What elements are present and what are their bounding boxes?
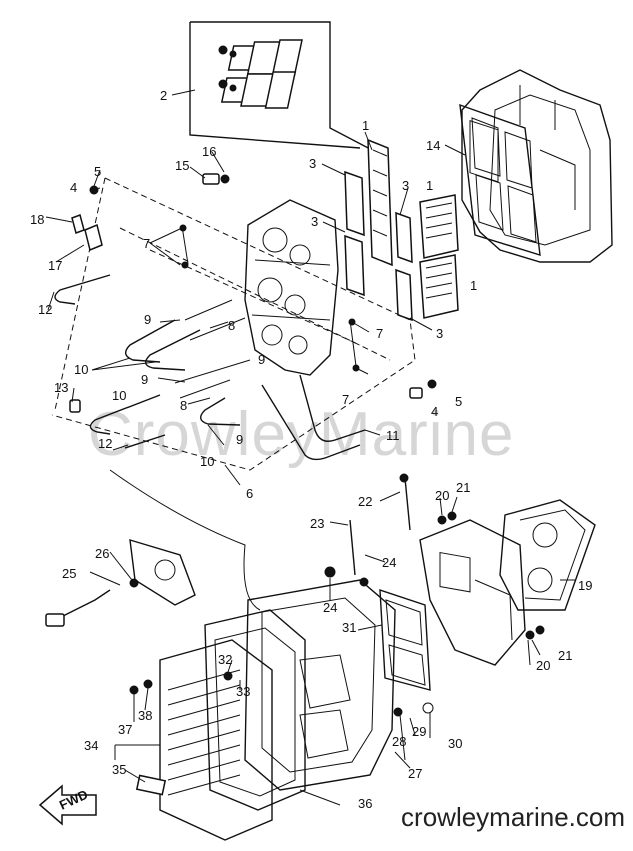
reed-plates-3 — [344, 170, 413, 322]
hoses — [54, 274, 366, 461]
callout-7b: 7 — [376, 326, 383, 341]
callout-28: 28 — [392, 734, 406, 749]
callout-5b: 5 — [455, 394, 462, 409]
callout-labels: 1 1 1 2 3 3 3 3 4 4 5 5 6 7 7 7 8 8 9 9 … — [30, 88, 592, 811]
callout-23: 23 — [310, 516, 324, 531]
callout-9b: 9 — [258, 352, 265, 367]
leader-lines — [45, 89, 575, 806]
callout-2: 2 — [160, 88, 167, 103]
callout-3b: 3 — [311, 214, 318, 229]
callout-11: 11 — [386, 428, 400, 443]
callout-30: 30 — [448, 736, 462, 751]
callout-9d: 9 — [236, 432, 243, 447]
callout-21a: 21 — [456, 480, 470, 495]
callout-20a: 20 — [435, 488, 449, 503]
callout-15: 15 — [175, 158, 189, 173]
callout-12a: 12 — [38, 302, 52, 317]
callout-27: 27 — [408, 766, 422, 781]
callout-10b: 10 — [112, 388, 126, 403]
callout-14: 14 — [426, 138, 440, 153]
callout-4a: 4 — [70, 180, 77, 195]
choke-solenoid — [45, 539, 196, 627]
callout-34: 34 — [84, 738, 98, 753]
small-fittings — [69, 173, 437, 413]
intake-manifold — [244, 199, 339, 376]
reed-valve-assemblies — [367, 138, 459, 319]
callout-29: 29 — [412, 724, 426, 739]
callout-8a: 8 — [228, 318, 235, 333]
gasket-14 — [459, 103, 541, 256]
callout-16: 16 — [202, 144, 216, 159]
callout-24a: 24 — [382, 555, 396, 570]
callout-3a: 3 — [309, 156, 316, 171]
callout-31: 31 — [342, 620, 356, 635]
callout-24b: 24 — [323, 600, 337, 615]
callout-8b: 8 — [180, 398, 187, 413]
site-footer: crowleymarine.com — [401, 802, 625, 832]
callout-6: 6 — [246, 486, 253, 501]
watermark: CrowleyMarine — [88, 400, 514, 469]
fwd-arrow: FWD — [38, 784, 97, 826]
callout-9c: 9 — [141, 372, 148, 387]
gasket-31 — [379, 589, 431, 691]
callout-7c: 7 — [342, 392, 349, 407]
callout-10c: 10 — [200, 454, 214, 469]
reed-valve-inset — [189, 21, 373, 151]
callout-26: 26 — [95, 546, 109, 561]
callout-5a: 5 — [94, 164, 101, 179]
callout-32: 32 — [218, 652, 232, 667]
callout-13: 13 — [54, 380, 68, 395]
callout-20b: 20 — [536, 658, 550, 673]
callout-37: 37 — [118, 722, 132, 737]
wire-harness — [109, 469, 261, 611]
callout-36: 36 — [358, 796, 372, 811]
callout-1b: 1 — [426, 178, 433, 193]
callout-25: 25 — [62, 566, 76, 581]
callout-1a: 1 — [362, 118, 369, 133]
hose-group-outline — [51, 177, 416, 471]
callout-33: 33 — [236, 684, 250, 699]
callout-10a: 10 — [74, 362, 88, 377]
callout-38: 38 — [138, 708, 152, 723]
callout-3c: 3 — [402, 178, 409, 193]
callout-9a: 9 — [144, 312, 151, 327]
callout-7a: 7 — [143, 236, 150, 251]
cylinder-block-outline — [461, 69, 613, 263]
callout-18: 18 — [30, 212, 44, 227]
callout-21b: 21 — [558, 648, 572, 663]
intake-silencer — [129, 579, 434, 841]
callout-35: 35 — [112, 762, 126, 777]
callout-12b: 12 — [98, 436, 112, 451]
callout-19: 19 — [578, 578, 592, 593]
carburetor-assembly — [324, 473, 596, 666]
callout-3d: 3 — [436, 326, 443, 341]
callout-17: 17 — [48, 258, 62, 273]
callout-1c: 1 — [470, 278, 477, 293]
callout-22: 22 — [358, 494, 372, 509]
callout-4b: 4 — [431, 404, 438, 419]
